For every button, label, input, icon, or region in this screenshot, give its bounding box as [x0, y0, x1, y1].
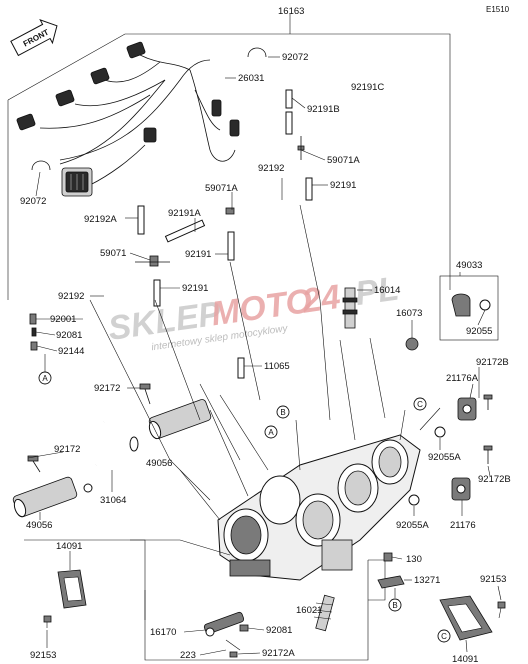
- label-92191b: 92191B: [307, 104, 340, 115]
- ref-b-mid: B: [280, 408, 285, 417]
- label-11065: 11065: [264, 361, 290, 372]
- screw-92172b-lower: [483, 445, 493, 464]
- bracket-14091-left: [24, 539, 146, 628]
- label-92191a: 92191A: [168, 208, 201, 219]
- label-92172b-upper: 92172B: [476, 357, 509, 368]
- label-16021: 16021: [296, 605, 322, 616]
- small-screws-left: [29, 313, 38, 351]
- label-92081-upper: 92081: [56, 330, 82, 341]
- label-49033: 49033: [456, 260, 482, 271]
- pipe-31064: [95, 415, 139, 466]
- injector-connector-2: [90, 67, 110, 85]
- label-49056-upper: 49056: [146, 458, 172, 469]
- screw-92172-upper: [139, 383, 151, 405]
- label-92191-upper: 92191: [330, 180, 356, 191]
- lower-right-parts: [368, 552, 506, 641]
- ref-c-lower: C: [441, 632, 447, 641]
- injector-connector-3: [55, 89, 75, 107]
- leader-lines: [27, 56, 491, 556]
- label-92081-lower: 92081: [266, 625, 292, 636]
- label-92172a: 92172A: [262, 648, 295, 659]
- label-59071a-upper: 59071A: [327, 155, 360, 166]
- label-31064: 31064: [100, 495, 126, 506]
- label-92072-left: 92072: [20, 196, 46, 207]
- lower-center-parts-box: [144, 560, 369, 661]
- label-14091-right: 14091: [452, 654, 478, 664]
- ref-c-right: C: [417, 400, 423, 409]
- sensor-21176: [451, 477, 471, 501]
- o-ring-92055a-lower: [408, 494, 420, 506]
- label-92055a-lower: 92055A: [396, 520, 429, 531]
- insulator-49056-lower: [12, 476, 78, 518]
- label-59071: 59071: [100, 248, 126, 259]
- label-26031: 26031: [238, 73, 264, 84]
- clamp-92072-left: [31, 160, 51, 171]
- label-16163: 16163: [278, 6, 304, 17]
- label-92172-lower: 92172: [54, 444, 80, 455]
- sensor-21176a: [457, 397, 477, 421]
- label-16014: 16014: [374, 285, 400, 296]
- ref-a-mid: A: [268, 428, 274, 437]
- label-59071a-mid: 59071A: [205, 183, 238, 194]
- diagram-code: E1510: [486, 5, 510, 14]
- ref-a-left: A: [42, 374, 48, 383]
- label-92191-lower: 92191: [182, 283, 208, 294]
- reference-bubbles: A B A C B C: [38, 371, 451, 643]
- label-14091-left: 14091: [56, 541, 82, 552]
- label-92001: 92001: [50, 314, 76, 325]
- clamp-92072-top: [247, 47, 267, 58]
- spring-16021: [313, 594, 335, 632]
- label-92192a: 92192A: [84, 214, 117, 225]
- cap-16073: [405, 337, 419, 351]
- watermark-brand-c: 24: [299, 278, 343, 321]
- watermark-brand-b: MOTO: [209, 282, 315, 334]
- label-92072-top: 92072: [282, 52, 308, 63]
- label-92191c: 92191C: [351, 82, 384, 93]
- screw-92172-lower: [27, 455, 41, 473]
- label-49056-lower: 49056: [26, 520, 52, 531]
- label-92153-right: 92153: [480, 574, 506, 585]
- watermark: SKLEP MOTO 24 .PL internetowy sklep moto…: [106, 270, 401, 354]
- injector-connector-4: [16, 113, 36, 131]
- o-ring-92055a-upper: [434, 426, 446, 438]
- pressure-sensor-16014: [342, 287, 358, 329]
- label-92192-lower: 92192: [58, 291, 84, 302]
- label-92153-left: 92153: [30, 650, 56, 661]
- ref-b-lower: B: [392, 601, 397, 610]
- part-number-labels: 16163 92072 26031 92191C 92191B 59071A 9…: [20, 6, 511, 664]
- throttle-body-assembly: [217, 434, 421, 581]
- regulator-49033: [439, 275, 499, 341]
- label-92192-upper: 92192: [258, 163, 284, 174]
- wiring-harness-illustration: [16, 41, 240, 197]
- main-harness-connector: [61, 167, 93, 197]
- throttle-sensor-16170: [203, 611, 245, 637]
- label-92172-upper: 92172: [94, 383, 120, 394]
- label-leader-ticks: [35, 171, 502, 656]
- injector-connector-1: [126, 41, 146, 59]
- label-92055a-upper: 92055A: [428, 452, 461, 463]
- label-13271: 13271: [414, 575, 440, 586]
- label-130: 130: [406, 554, 422, 565]
- label-92172b-lower: 92172B: [478, 474, 511, 485]
- screw-92172b-upper: [483, 394, 493, 410]
- screw-92172a-lower: [229, 651, 238, 658]
- harness-group-outline: [7, 14, 451, 300]
- label-92055: 92055: [466, 326, 492, 337]
- label-92144: 92144: [58, 346, 84, 357]
- front-direction-arrow: FRONT: [10, 19, 58, 57]
- label-223: 223: [180, 650, 196, 661]
- gasket-11065: [237, 357, 245, 379]
- label-16073: 16073: [396, 308, 422, 319]
- label-16170: 16170: [150, 627, 176, 638]
- label-21176a: 21176A: [446, 373, 479, 384]
- label-92191-mid: 92191: [185, 249, 211, 260]
- screw-92081-lower: [239, 624, 249, 632]
- label-21176: 21176: [450, 520, 476, 531]
